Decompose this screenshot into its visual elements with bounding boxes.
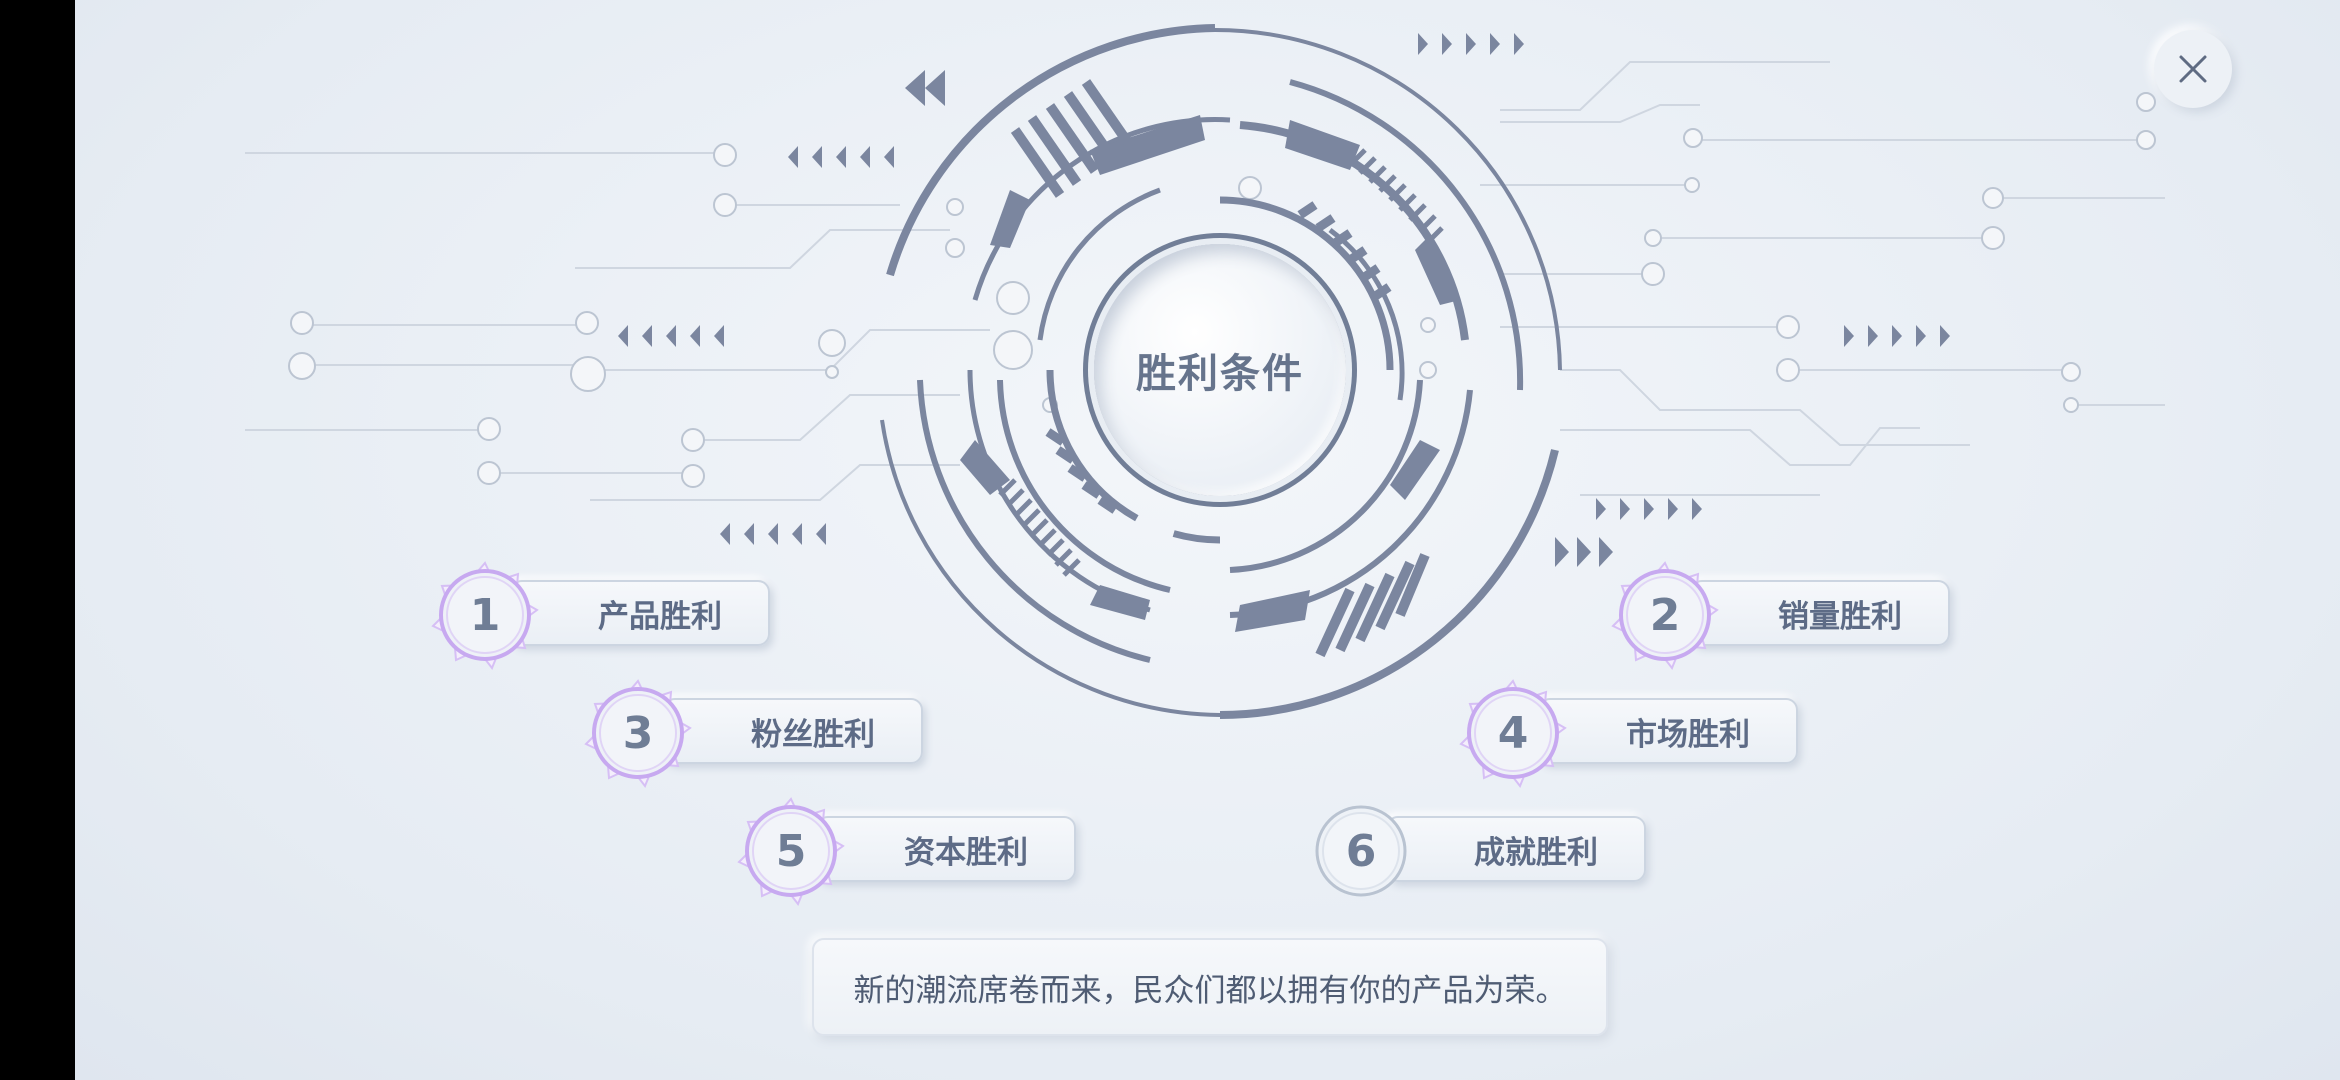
circle-badge-icon [1315, 805, 1407, 897]
left-black-bar [0, 0, 75, 1080]
condition-number: 1 [469, 589, 501, 641]
condition-label: 市场胜利 [1538, 698, 1798, 764]
condition-label: 产品胜利 [510, 580, 770, 646]
condition-sales-victory[interactable]: 销量胜利 2 [1610, 561, 1970, 670]
condition-label: 粉丝胜利 [663, 698, 923, 764]
star-badge-selected-icon [431, 561, 539, 670]
star-badge-selected-icon [1611, 561, 1719, 670]
star-badge-selected-icon [1459, 679, 1567, 788]
condition-achievement-victory[interactable]: 成就胜利 6 [1306, 805, 1666, 897]
condition-description: 新的潮流席卷而来，民众们都以拥有你的产品为荣。 [812, 938, 1608, 1036]
condition-number: 3 [622, 707, 654, 759]
condition-number: 2 [1649, 589, 1681, 641]
condition-label: 销量胜利 [1690, 580, 1950, 646]
condition-number: 6 [1345, 825, 1377, 877]
close-icon [2179, 55, 2207, 83]
condition-fans-victory[interactable]: 粉丝胜利 3 [583, 679, 943, 788]
condition-market-victory[interactable]: 市场胜利 4 [1458, 679, 1818, 788]
condition-number: 4 [1497, 707, 1529, 759]
star-badge-selected-icon [584, 679, 692, 788]
condition-number: 5 [775, 825, 807, 877]
close-button[interactable] [2154, 30, 2232, 108]
victory-core: 胜利条件 [1094, 244, 1346, 496]
condition-label: 成就胜利 [1386, 816, 1646, 882]
condition-label: 资本胜利 [816, 816, 1076, 882]
condition-product-victory[interactable]: 产品胜利 1 [430, 561, 790, 670]
victory-conditions-title: 胜利条件 [1136, 351, 1304, 397]
star-badge-selected-icon [737, 797, 845, 906]
condition-capital-victory[interactable]: 资本胜利 5 [736, 797, 1096, 906]
